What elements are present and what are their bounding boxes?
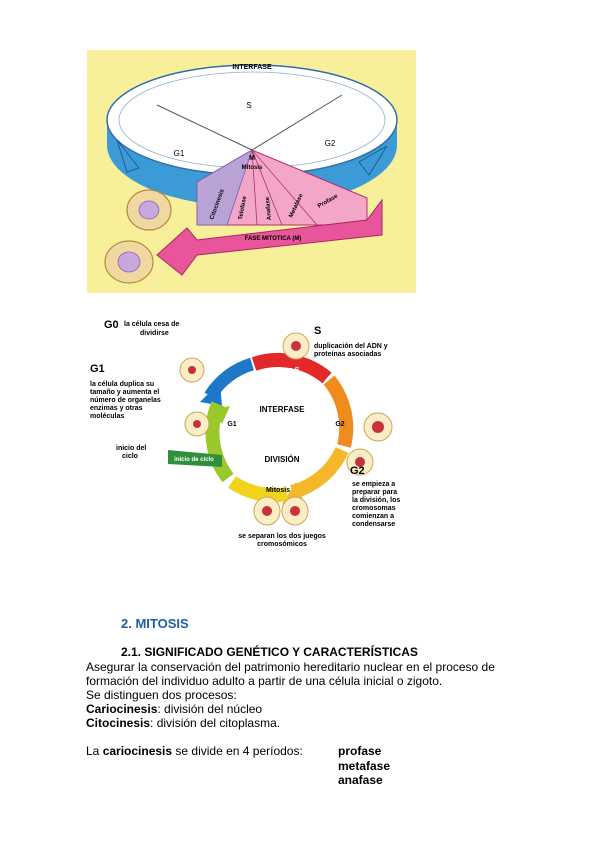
- mitosis-arc-label: Mitosis: [266, 487, 290, 494]
- division-center-label: DIVISIÓN: [264, 455, 299, 464]
- anafase-label: Anafase: [265, 196, 273, 220]
- cell-g2b: [346, 448, 374, 476]
- g0-text-line-1: la célula cesa de: [124, 321, 179, 328]
- inicio-text-line-1: inicio del: [116, 445, 146, 452]
- cell-lower-nucleus: [117, 251, 141, 273]
- paragraph-line-2: formación del individuo adulto a partir …: [86, 674, 443, 688]
- cell-cycle-disc-figure: INTERFASE S G1 G2 M Mitosis Citocinesis …: [87, 50, 416, 293]
- divider-anafase: [251, 149, 283, 226]
- section-heading: 2. MITOSIS: [121, 616, 189, 631]
- citocinesis-term: Citocinesis: [86, 716, 151, 730]
- inicio-ciclo-arrow-label: inicio de ciclo: [174, 457, 214, 463]
- g0-arrowhead: [200, 382, 222, 406]
- citocinesis-segment: [196, 149, 253, 226]
- g2-text-line-2: preparar para: [352, 489, 397, 496]
- telofase-label: Telofase: [238, 195, 248, 220]
- divider-telofase: [251, 149, 258, 226]
- rim-arrow-right: [358, 145, 388, 176]
- g1-text-line-4: enzimas y otras: [90, 405, 143, 412]
- periods-term: cariocinesis: [102, 744, 173, 758]
- phase-list: profase metafase anafase: [338, 744, 390, 788]
- s-arc: [251, 353, 332, 384]
- citocinesis-def: : división del citoplasma.: [150, 716, 281, 730]
- g2-text-line-1: se empieza a: [352, 481, 395, 488]
- s-text-line-1: duplicación del ADN y: [314, 343, 388, 350]
- g2-label: G2: [325, 139, 336, 148]
- cell-cycle-circle-svg: INTERFASE DIVISIÓN Fase S G1 G2 Mitosis …: [90, 319, 400, 548]
- cariocinesis-def: : división del núcleo: [157, 702, 263, 716]
- mitotic-arrow-label: FASE MITOTICA (M): [245, 236, 302, 242]
- divider-metafase: [251, 149, 318, 226]
- g2-text-line-4: cromosomas: [352, 505, 396, 512]
- g2-text-line-6: condensarse: [352, 521, 395, 528]
- g1-title: G1: [90, 363, 105, 375]
- cell-division-right: [281, 496, 309, 526]
- paragraph-line-1: Asegurar la conservación del patrimonio …: [86, 660, 495, 674]
- divider-g1-s: [156, 104, 253, 151]
- phase-item-metafase: metafase: [338, 758, 391, 773]
- g1-text-line-3: número de organelas: [90, 397, 161, 404]
- periods-prefix: La: [86, 744, 103, 758]
- g2-text-line-3: la división, los: [352, 497, 400, 504]
- g1-text-line-1: la célula duplica su: [90, 381, 154, 388]
- paragraph-line-3: Se distinguen dos procesos:: [86, 688, 237, 702]
- g1-text-line-2: tamaño y aumenta el: [90, 389, 159, 396]
- mitosis-arc: [228, 476, 289, 503]
- periods-suffix: se divide en 4 períodos:: [172, 744, 303, 758]
- g1-label: G1: [174, 149, 185, 158]
- cell-g0: [179, 357, 205, 383]
- g1-arc-label: G1: [227, 421, 236, 428]
- m-label: M: [249, 155, 255, 162]
- cell-s: [282, 332, 310, 360]
- periods-sentence: La cariocinesis se divide en 4 períodos:: [86, 744, 303, 759]
- mitotic-arrow: [156, 198, 383, 276]
- divider-s-g2: [251, 94, 343, 151]
- phase-item-anafase: anafase: [338, 773, 383, 787]
- separan-text-line-1: se separan los dos juegos: [238, 533, 326, 540]
- ring-label: INTERFASE: [232, 64, 272, 71]
- g2-text-line-5: comienzan a: [352, 513, 394, 520]
- s-text-line-2: proteínas asociadas: [314, 351, 381, 358]
- g1-text-line-5: moléculas: [90, 413, 124, 420]
- g2-arc-label: G2: [335, 421, 344, 428]
- g1-arrowhead: [210, 406, 230, 424]
- mitosis-wedge-label: Mitosis: [242, 165, 263, 171]
- cell-upper-nucleus: [138, 200, 160, 220]
- cariocinesis-definition: Cariocinesis: división del núcleo: [86, 702, 262, 717]
- g2-title: G2: [350, 465, 365, 477]
- separan-text-line-2: cromosómicos: [257, 541, 307, 548]
- inicio-text-line-2: ciclo: [122, 453, 138, 460]
- cell-division-left: [253, 496, 281, 526]
- phase-item-profase: profase: [338, 744, 382, 758]
- section-subheading: 2.1. SIGNIFICADO GENÉTICO Y CARACTERÍSTI…: [121, 645, 418, 659]
- g0-title: G0: [104, 319, 119, 331]
- s-title: S: [314, 325, 321, 337]
- interfase-center-label: INTERFASE: [260, 405, 306, 414]
- s-label: S: [246, 101, 251, 110]
- cell-cycle-disc-svg: INTERFASE S G1 G2 M Mitosis Citocinesis …: [87, 50, 416, 293]
- cell-g1: [184, 411, 210, 437]
- fase-s-arc-label: Fase S: [277, 367, 300, 374]
- cariocinesis-term: Cariocinesis: [86, 702, 158, 716]
- g0-text-line-2: dividirse: [140, 330, 169, 337]
- cell-g2a: [363, 412, 393, 442]
- inicio-ciclo-arrow: [168, 450, 222, 467]
- cell-cycle-circle-figure: INTERFASE DIVISIÓN Fase S G1 G2 Mitosis …: [82, 314, 426, 552]
- citocinesis-definition: Citocinesis: división del citoplasma.: [86, 716, 280, 731]
- g2-arc: [323, 375, 354, 448]
- rim-arrow-left: [116, 139, 140, 173]
